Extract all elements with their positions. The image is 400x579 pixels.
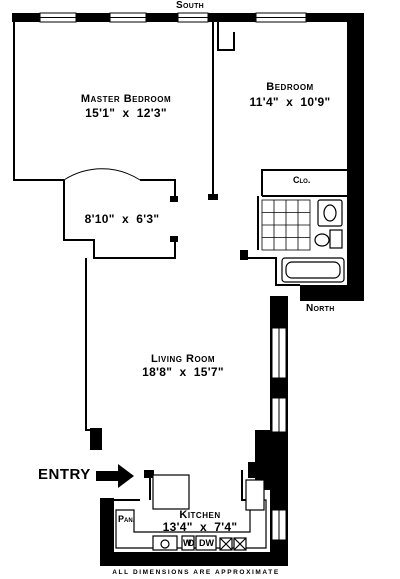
hall-dims: 8'10" x 6'3" (84, 212, 160, 226)
windows (39, 12, 307, 541)
pantry-label: Pan. (118, 514, 136, 524)
bedroom-name: Bedroom (266, 81, 314, 93)
compass-west: West (278, 432, 289, 457)
dishwasher-label: DW (199, 538, 214, 548)
washer-label: W (183, 538, 192, 548)
compass-north: North (306, 303, 335, 314)
master-bedroom-name: Master Bedroom (80, 93, 172, 105)
wall-stubs (90, 194, 262, 478)
kitchen-dims: 13'4" x 7'4" (162, 520, 238, 534)
entry-arrow-icon (96, 464, 134, 488)
living-room-name: Living Room (150, 353, 216, 365)
footnote: ALL DIMENSIONS ARE APPROXIMATE (112, 569, 280, 576)
master-bedroom-dims: 15'1" x 12'3" (85, 106, 167, 120)
compass-south: South (176, 0, 205, 11)
doors (63, 168, 141, 181)
bath-fixtures (281, 199, 345, 283)
kitchen-name: Kitchen (179, 509, 221, 521)
bedroom-dims: 11'4" x 10'9" (249, 95, 331, 109)
living-room-dims: 18'8" x 15'7" (142, 365, 224, 379)
entry-label: ENTRY (38, 466, 91, 483)
bath-tile-grid (261, 199, 311, 251)
closet-label: Clo. (293, 175, 311, 185)
kitchen-counters (115, 474, 267, 551)
interior-walls (13, 20, 347, 501)
dryer-label: D (188, 538, 195, 548)
